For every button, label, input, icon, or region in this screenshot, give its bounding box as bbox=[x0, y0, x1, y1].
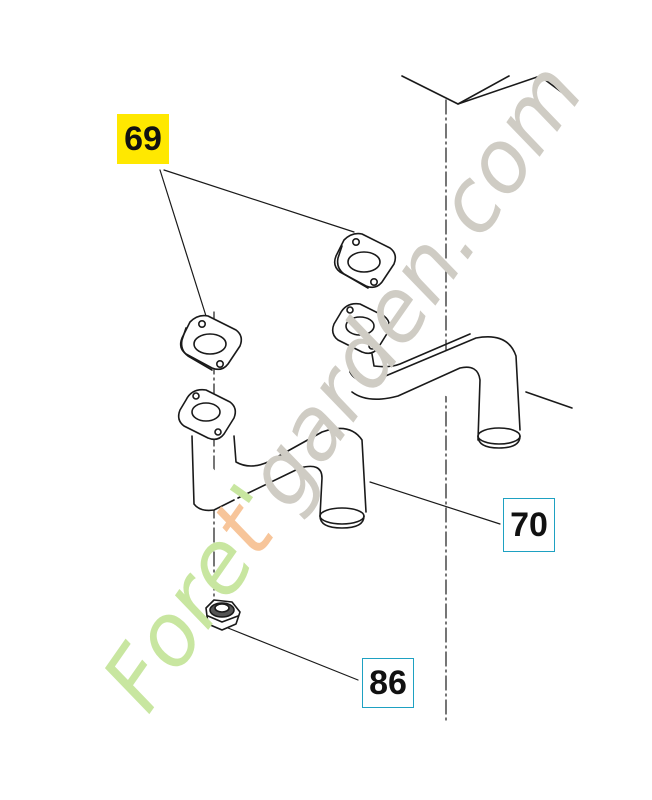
gasket-upper-right bbox=[333, 232, 397, 289]
leader-lines-69 bbox=[159, 169, 355, 317]
leader-line-86 bbox=[227, 627, 359, 681]
gasket-middle-left bbox=[179, 314, 243, 371]
pipe-right bbox=[331, 302, 521, 449]
housing-outline bbox=[401, 75, 573, 409]
nut-86 bbox=[205, 599, 241, 631]
center-lines bbox=[213, 99, 447, 723]
callout-69: 69 bbox=[124, 120, 162, 158]
callout-86: 86 bbox=[362, 658, 414, 708]
leader-line-70 bbox=[369, 481, 501, 525]
callout-70: 70 bbox=[503, 498, 555, 552]
pipe-left bbox=[177, 388, 367, 529]
callout-69-highlight bbox=[117, 114, 169, 164]
